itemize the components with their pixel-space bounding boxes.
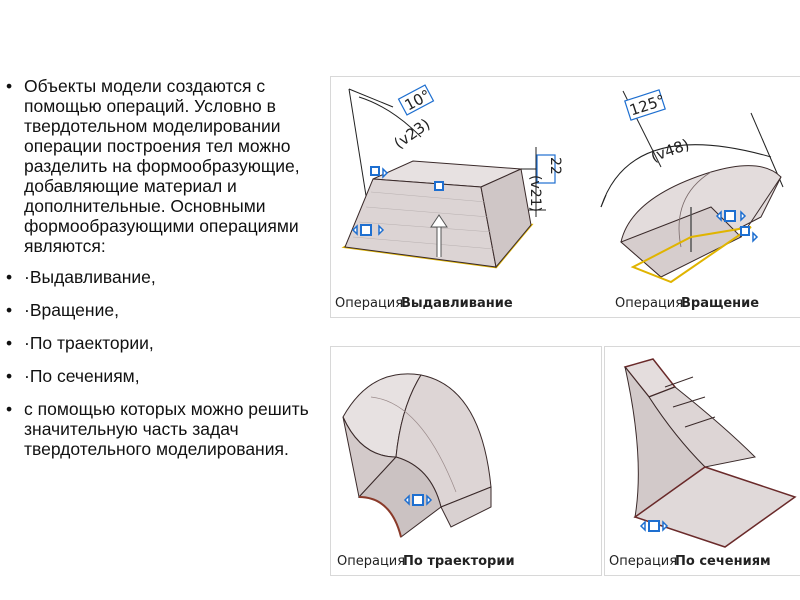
revolve-model: 125° (v48) [600, 89, 784, 284]
loft-caption-prefix: Операция [609, 554, 677, 569]
extrude-angle-variable: (v23) [391, 115, 434, 152]
text-bullet-list: Объекты модели создаются с помощью опера… [6, 76, 328, 472]
extrude-model: 10° (v23) 22 (v21) [341, 84, 563, 269]
figure-panel-sweep: Операция По траектории [330, 346, 602, 576]
sweep-caption-name: По траектории [403, 554, 515, 569]
loft-caption-name: По сечениям [675, 554, 771, 569]
extrude-length-variable: (v21) [527, 175, 543, 212]
bullet-sweep: ·По траектории, [6, 333, 328, 353]
bullet-conclusion: с помощью которых можно решить значитель… [6, 399, 328, 459]
sweep-model [342, 373, 492, 538]
loft-model [623, 358, 797, 548]
bullet-extrude: ·Выдавливание, [6, 267, 328, 287]
revolve-caption-prefix: Операция [615, 296, 683, 311]
figure-panel-loft: Операция По сечениям [604, 346, 800, 576]
extrude-revolve-illustration: 10° (v23) 22 (v21) Операция Выдавливание… [335, 84, 784, 311]
sweep-illustration: Операция По траектории [337, 373, 515, 569]
bullet-intro: Объекты модели создаются с помощью опера… [6, 76, 328, 256]
extrude-caption-name: Выдавливание [401, 296, 513, 311]
figure-panel-extrude-revolve: 10° (v23) 22 (v21) Операция Выдавливание… [330, 76, 800, 318]
revolve-caption-name: Вращение [681, 296, 759, 311]
bullet-revolve: ·Вращение, [6, 300, 328, 320]
loft-illustration: Операция По сечениям [609, 358, 797, 569]
sweep-caption-prefix: Операция [337, 554, 405, 569]
extrude-caption-prefix: Операция [335, 296, 403, 311]
revolve-angle-variable: (v48) [648, 135, 691, 165]
bullet-loft: ·По сечениям, [6, 366, 328, 386]
extrude-length-label: 22 [547, 157, 563, 175]
